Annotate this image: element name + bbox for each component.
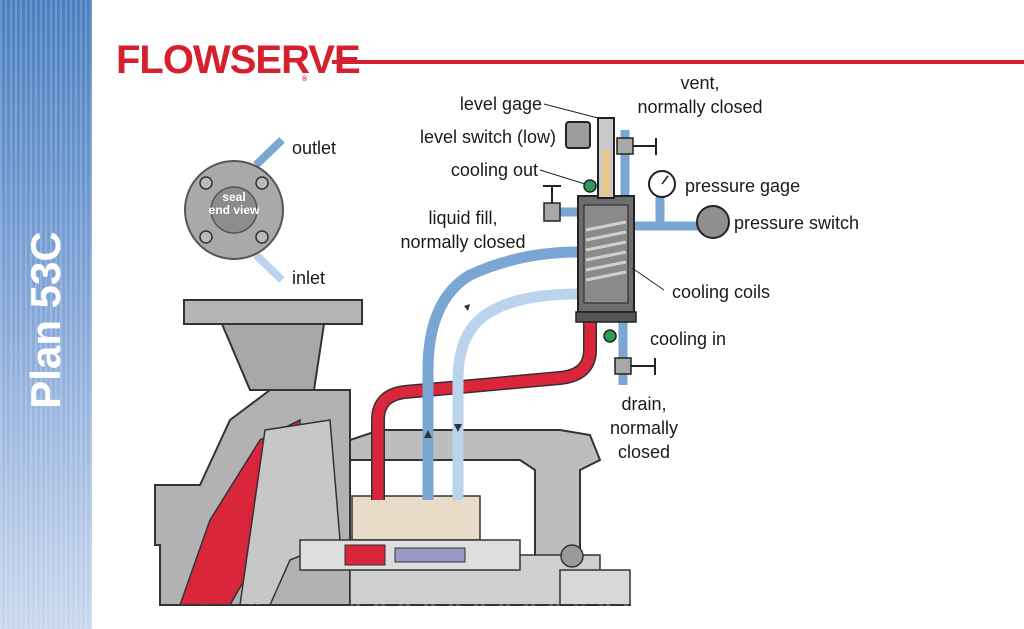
pressure-switch-label: pressure switch <box>734 213 860 233</box>
leader-lines <box>539 103 665 291</box>
discharge-flange <box>183 299 363 325</box>
discharge-nozzle <box>220 323 326 391</box>
seal-end-view <box>184 137 285 283</box>
seal-sleeve <box>394 547 466 563</box>
level-gage-liquid <box>602 150 610 196</box>
outlet-pipe <box>253 137 285 168</box>
cooling-coil-turns <box>585 220 627 282</box>
gland-bolt <box>255 230 269 244</box>
seal-bore <box>210 186 258 234</box>
pressure-gage-needle <box>661 175 669 185</box>
level-switch-body <box>565 121 591 149</box>
inlet-pipe <box>253 252 285 283</box>
vent-label-line1: vent, <box>680 73 720 93</box>
header-rule <box>332 60 1024 64</box>
gland-bolt <box>199 230 213 244</box>
shaft-coupling <box>559 569 631 606</box>
vent-label-line2: normally closed <box>637 97 763 117</box>
cooling-coils-label: cooling coils <box>672 282 771 302</box>
blue-pipe-seal-outlet <box>422 246 579 500</box>
cooling-in-label: cooling in <box>650 329 727 349</box>
level-switch-label: level switch (low) <box>419 127 556 147</box>
sidebar-stripes <box>0 0 92 629</box>
fill-valve <box>543 202 561 222</box>
cooling-in-port <box>603 329 617 343</box>
bearing-bracket <box>349 429 602 561</box>
flowserve-logo: FLOWSERVE ® <box>116 38 361 83</box>
drain-label-line1: drain, <box>621 394 667 414</box>
seal-chamber-liquid <box>344 544 386 566</box>
drain-label: drain, normally closed <box>586 392 702 464</box>
logo-text: FLOWSERVE <box>116 38 361 82</box>
pressure-switch-body <box>696 205 730 239</box>
level-gage-label: level gage <box>459 94 542 114</box>
liquid-fill-label-line1: liquid fill, <box>428 208 498 228</box>
seal-gland <box>351 495 481 541</box>
flow-arrow-up <box>424 430 432 438</box>
bearing-ball <box>560 544 584 568</box>
outlet-label: outlet <box>292 138 337 158</box>
cooling-out-port <box>583 179 597 193</box>
liquid-fill-label-line2: normally closed <box>400 232 526 252</box>
light-blue-pipe-seal-inlet <box>452 288 579 500</box>
drain-label-line3: closed <box>617 442 671 462</box>
inlet-label: inlet <box>292 268 326 288</box>
vent-label: vent, normally closed <box>620 71 780 119</box>
seal-label-line1: seal <box>222 190 246 204</box>
reservoir-base <box>575 311 637 323</box>
red-pipe-to-reservoir <box>372 322 596 500</box>
drain-label-line2: normally <box>609 418 679 438</box>
vent-valve <box>616 137 634 155</box>
seal-end-view-label: seal end view <box>200 191 268 217</box>
seal-cartridge <box>299 495 521 571</box>
reservoir <box>565 117 637 343</box>
flow-arrow-down <box>454 424 462 432</box>
gland-bolt <box>199 176 213 190</box>
logo-registered-mark: ® <box>302 76 308 83</box>
pressure-gage-label: pressure gage <box>685 176 801 196</box>
sidebar: Plan 53C <box>0 0 92 629</box>
cooling-out-label: cooling out <box>450 160 538 180</box>
flow-arrow-coil <box>464 304 470 311</box>
drain-valve <box>614 357 632 375</box>
liquid-fill-label: liquid fill, normally closed <box>380 206 546 254</box>
seal-label-line2: end view <box>208 203 260 217</box>
gland-bolt <box>255 176 269 190</box>
instruments <box>543 137 730 375</box>
